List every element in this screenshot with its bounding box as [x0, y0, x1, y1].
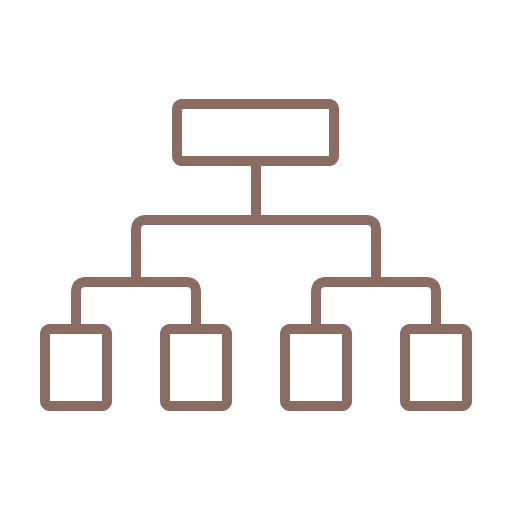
root-node-box [172, 99, 339, 166]
right-subtree-connector [311, 277, 441, 331]
left-subtree-connector [71, 277, 201, 331]
leaf-node-box-1 [40, 324, 112, 411]
leaf-node-box-2 [160, 324, 232, 411]
level-1-branch-connector [131, 215, 381, 281]
leaf-node-box-4 [400, 324, 472, 411]
leaf-node-box-3 [280, 324, 352, 411]
